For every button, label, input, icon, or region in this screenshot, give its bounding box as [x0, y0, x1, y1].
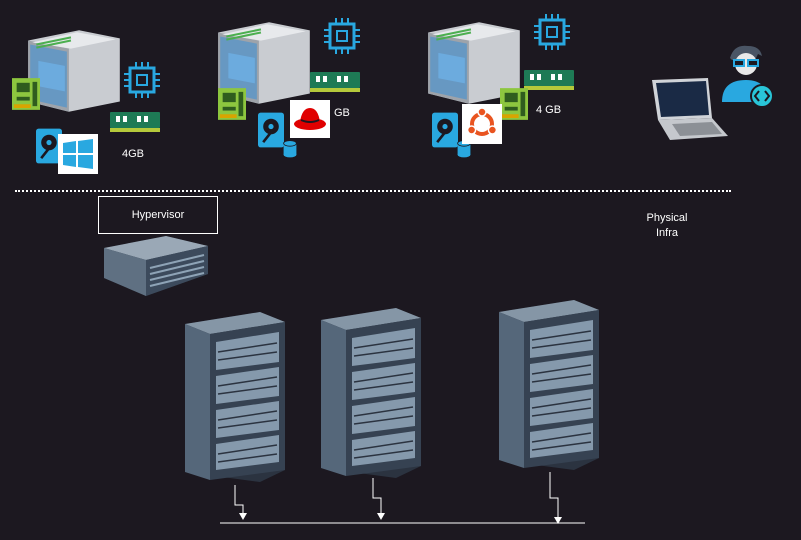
redhat-logo-icon — [290, 100, 330, 138]
hard-disk-icon — [432, 112, 458, 148]
physical-infra-line1: Physical — [646, 212, 688, 224]
database-icon — [282, 140, 298, 158]
physical-infra-label: Physical Infra — [632, 211, 702, 241]
hypervisor-label: Hypervisor — [131, 209, 185, 221]
arrowhead-icon — [377, 513, 385, 520]
rack-2-connector — [372, 478, 382, 514]
arrowhead-icon — [239, 513, 247, 520]
server-rack-icon — [180, 312, 290, 482]
nic-card-icon — [12, 78, 40, 110]
server-rack-icon — [494, 300, 604, 470]
laptop-icon — [652, 78, 728, 140]
windows-logo-icon — [58, 134, 98, 174]
hard-disk-icon — [258, 112, 284, 148]
layer-divider — [15, 190, 731, 192]
cpu-icon — [322, 16, 362, 56]
vm-3: 4 GB — [420, 12, 620, 182]
ram-size-label: 4GB — [122, 148, 145, 160]
cpu-icon — [122, 60, 162, 100]
rack-3-connector — [549, 472, 559, 518]
hypervisor-label-box: Hypervisor — [98, 196, 218, 234]
server-rack-icon — [316, 308, 426, 478]
ubuntu-logo-icon — [462, 104, 502, 144]
rack-1-connector — [234, 485, 244, 514]
physical-infra-line2: Infra — [655, 227, 678, 239]
developer-avatar-icon — [722, 45, 774, 108]
server-blade-icon — [104, 236, 208, 296]
ram-size-label: 4 GB — [536, 104, 562, 116]
network-connectors — [220, 472, 585, 524]
cpu-icon — [532, 12, 572, 52]
ram-icon — [524, 68, 574, 92]
vm-2: GB — [210, 12, 410, 182]
vm-1: 4GB — [10, 20, 210, 190]
arrowhead-icon — [554, 517, 562, 524]
ram-size-label: GB — [334, 107, 350, 119]
nic-card-icon — [218, 88, 246, 120]
nic-card-icon — [500, 88, 528, 120]
ram-icon — [110, 110, 160, 134]
ram-icon — [310, 70, 360, 94]
